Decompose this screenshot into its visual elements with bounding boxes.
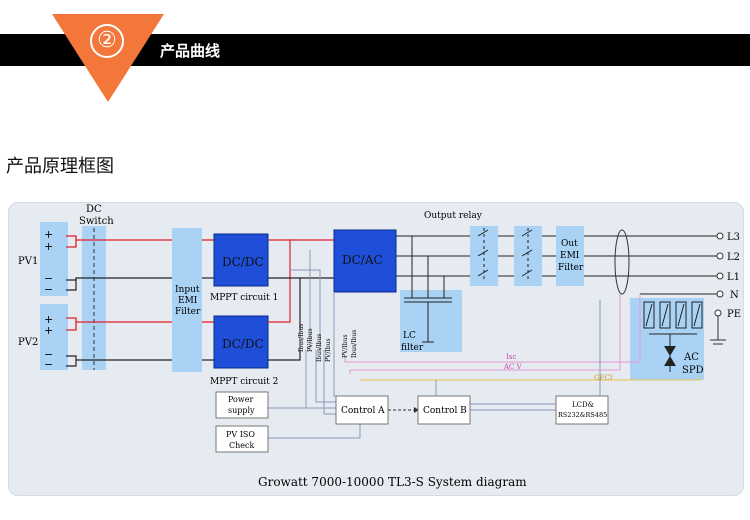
pv2-minus-1: −	[44, 348, 53, 361]
input-emi-label-2: EMI	[178, 296, 198, 306]
signal-label-3: Ibus/Ibus	[316, 334, 323, 362]
power-supply-label-2: supply	[228, 406, 255, 415]
terminal-pe: PE	[727, 309, 741, 320]
input-emi-label-1: Input	[175, 285, 200, 295]
out-emi-label-1: Out	[561, 239, 578, 249]
control-a-box	[335, 395, 389, 425]
mppt1-label: MPPT circuit 1	[210, 293, 278, 303]
signal-gfci-label: GFCI	[594, 374, 613, 382]
dc-switch-label-1: DC	[86, 204, 102, 215]
dc-switch-label-2: Switch	[79, 216, 114, 227]
terminal-l2: L2	[727, 252, 740, 263]
terminal-l1: L1	[727, 272, 740, 283]
output-relay-label: Output relay	[424, 211, 483, 221]
pe-ground-icon	[710, 316, 726, 345]
lcd-label-1: LCD&	[572, 401, 594, 409]
signal-acv-label: AC V	[503, 363, 523, 371]
mppt2-label: MPPT circuit 2	[210, 377, 278, 387]
signal-label-2: PV/Ibus	[307, 328, 314, 352]
signal-label-6: Ibus/Ibus	[351, 330, 358, 358]
pv1-label: PV1	[18, 256, 38, 267]
pv2-plus-1: +	[44, 313, 53, 326]
output-terminals	[714, 232, 724, 317]
pv-iso-check-box	[215, 425, 269, 453]
dcac-label: DC/AC	[342, 253, 383, 267]
pv2-plus-2: +	[44, 324, 53, 337]
out-emi-label-2: EMI	[560, 251, 580, 261]
power-supply-box	[215, 391, 269, 419]
pv2-minus-2: −	[44, 358, 53, 371]
dcdc-label-1: DC/DC	[222, 255, 264, 269]
input-emi-label-3: Filter	[175, 307, 201, 317]
pv-iso-label-2: Check	[229, 441, 254, 450]
pv1-minus-2: −	[44, 283, 53, 296]
ac-spd-label-1: AC	[683, 352, 699, 363]
lc-capacitors	[404, 236, 452, 343]
power-supply-label-1: Power	[228, 395, 253, 404]
dc-link-positive	[268, 239, 334, 323]
spd-gas-discharge-icon	[664, 346, 676, 366]
lcd-label-2: RS232&RS485	[558, 411, 607, 419]
pv-iso-label-1: PV ISO	[226, 430, 255, 439]
pv1-minus-1: −	[44, 272, 53, 285]
terminal-l3: L3	[727, 232, 740, 243]
control-b-box	[417, 395, 471, 425]
relay-contacts	[477, 228, 533, 282]
red-input-lines	[66, 235, 214, 331]
step-number-badge: ②	[90, 24, 124, 58]
pv2-label: PV2	[18, 337, 38, 348]
pv1-terminal-block	[40, 222, 68, 296]
out-emi-label-3: Filter	[558, 263, 584, 273]
dcdc-block-1	[213, 233, 269, 287]
section-title: 产品原理框图	[6, 156, 114, 177]
lc-label-1: LC	[403, 331, 416, 341]
lcd-comms-box	[555, 395, 609, 425]
signal-isc-label: Isc	[506, 353, 516, 361]
pv1-plus-2: +	[44, 240, 53, 253]
terminal-n: N	[730, 290, 739, 301]
pv2-terminal-block	[40, 304, 68, 370]
dcdc-block-2	[213, 315, 269, 369]
banner-title: 产品曲线	[160, 42, 221, 60]
signal-label-4: PV/Ibus	[325, 338, 332, 362]
dcdc-label-2: DC/DC	[222, 337, 264, 351]
ac-spd-label-2: SPD	[682, 365, 704, 376]
diagram-caption: Growatt 7000-10000 TL3-S System diagram	[258, 475, 527, 489]
control-b-label: Control B	[423, 406, 467, 416]
dcac-block	[333, 229, 397, 293]
dc-link-negative	[268, 277, 334, 361]
control-link-arrow-icon	[414, 407, 419, 413]
pv1-plus-1: +	[44, 228, 53, 241]
control-a-label: Control A	[341, 406, 385, 416]
output-emi-filter	[556, 226, 584, 286]
current-sensor	[614, 229, 630, 295]
signal-label-5: PV/Ibus	[342, 334, 349, 358]
lc-label-2: filter	[401, 343, 424, 353]
signal-label-1: Ibus/Ibus	[298, 324, 305, 352]
negative-lines	[66, 277, 214, 367]
input-emi-filter	[172, 228, 202, 372]
